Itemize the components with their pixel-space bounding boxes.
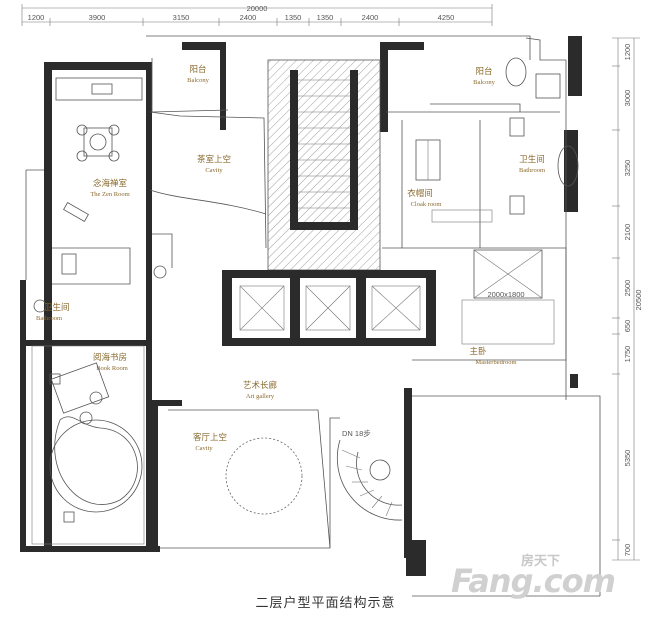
room-labels: 阳台 Balcony 阳台 Balcony 念海禅室 The Zen Room … [36,64,545,452]
living-cavity-label: 客厅上空 [193,432,227,443]
dim-top-8: 4250 [438,13,455,22]
balcony-right-label: 阳台 [475,66,492,77]
cloakroom-label: 衣帽间 [407,188,433,199]
tea-cavity-label: 茶室上空 [197,154,231,165]
dim-top-3: 3150 [173,13,190,22]
tea-cavity-label-en: Cavity [205,167,223,174]
balcony-left-label-en: Balcony [187,77,209,84]
elevator-block [222,270,436,346]
zen-room-label-en: The Zen Room [90,191,129,198]
bathroom-left-label: 卫生间 [44,302,70,313]
dim-right-8: 5350 [623,450,632,467]
dim-top-6: 1350 [317,13,334,22]
dim-right-2: 3000 [623,90,632,107]
book-room-furniture [31,345,145,545]
dim-right-4: 2100 [623,224,632,241]
art-gallery-label: 艺术长廊 [243,380,278,391]
dim-right-7: 1750 [623,346,632,363]
living-cavity-label-en: Cavity [195,445,213,452]
dim-right-3: 3250 [623,160,632,177]
masterbedroom-label-en: Masterbedroom [475,359,516,366]
zen-room-label: 念海禅室 [93,178,128,189]
plan-caption: 二层户型平面结构示意 [255,596,396,611]
spiral-staircase: DN 18步 [336,429,403,521]
bathroom-right-label: 卫生间 [519,154,545,165]
art-gallery-label-en: Art gallery [246,393,275,400]
living-cavity-circle [225,437,303,515]
central-stair-core [267,59,381,271]
book-room-label-en: Book Room [96,365,128,372]
watermark-en: Fang.com [451,562,616,600]
bathroom-right-label-en: Bathroom [519,167,545,174]
dim-right-9: 700 [623,544,632,557]
watermark-cn: 房天下 [521,554,561,569]
bed-size: 2000x1800 [487,290,524,299]
dim-top-5: 1350 [285,13,302,22]
balcony-left-label: 阳台 [189,64,206,75]
outer-walls [20,36,582,576]
book-room-label: 阅海书房 [93,352,127,363]
cloakroom-cabinets [415,139,493,223]
dim-top-4: 2400 [240,13,257,22]
masterbedroom-label: 主卧 [469,346,487,357]
dim-right-1: 1200 [623,44,632,61]
dim-overall-right: 20500 [634,290,643,311]
cloakroom-label-en: Cloak room [411,201,442,208]
right-dimension-line: 20500 1200 3000 3250 2100 2500 650 1750 … [612,37,643,561]
master-bed: 2000x1800 [461,249,555,345]
watermark-logo: 房天下 Fang.com [451,548,631,600]
stair-label: DN 18步 [342,429,371,438]
top-dimension-line: 20000 1200 3900 3150 2400 1350 1350 2400… [21,4,493,26]
bathroom-left-label-en: Bathroom [36,315,62,322]
dim-right-6: 650 [623,320,632,333]
balcony-right-label-en: Balcony [473,79,495,86]
plan-outlines [25,35,601,597]
dim-overall-top: 20000 [247,4,268,13]
dim-top-7: 2400 [362,13,379,22]
bathroom-fixtures [33,57,579,313]
dim-top-2: 3900 [89,13,106,22]
dim-right-5: 2500 [623,280,632,297]
zen-room-furniture [55,77,143,223]
dim-top-1: 1200 [28,13,45,22]
